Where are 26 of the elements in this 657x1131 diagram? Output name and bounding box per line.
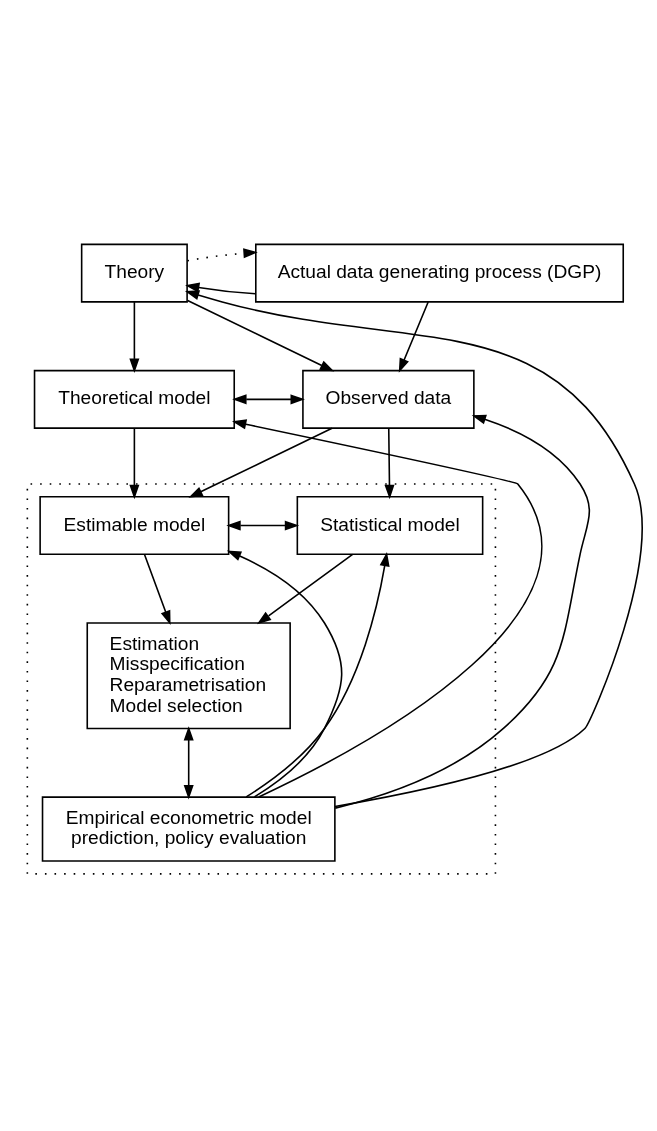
arrow xyxy=(186,248,258,262)
arrow xyxy=(226,550,343,798)
arrow xyxy=(256,553,354,625)
node-box: Statistical model xyxy=(296,496,484,556)
arrow xyxy=(384,427,395,500)
arrow xyxy=(184,290,643,808)
node-box: Theoretical model xyxy=(33,369,236,429)
arrow xyxy=(232,394,305,405)
arrow xyxy=(129,427,140,500)
arrow xyxy=(129,301,140,373)
node-box: Empirical econometric model prediction, policy evaluation xyxy=(41,796,336,862)
arrow xyxy=(334,414,591,809)
node-box: Observed data xyxy=(302,369,475,429)
arrow xyxy=(143,554,171,626)
arrow xyxy=(183,726,194,800)
node-box: Estimable model xyxy=(39,496,230,556)
node-box: Estimation Misspecification Reparametrisation Model selection xyxy=(86,622,291,730)
arrow xyxy=(188,427,333,498)
arrow xyxy=(186,299,335,372)
arrow xyxy=(245,551,390,798)
node-box: Theory xyxy=(80,243,188,303)
arrow xyxy=(185,282,257,295)
arrow xyxy=(226,520,300,531)
node-box: Actual data generating process (DGP) xyxy=(255,243,625,303)
arrow xyxy=(232,419,543,798)
arrow xyxy=(398,301,429,373)
